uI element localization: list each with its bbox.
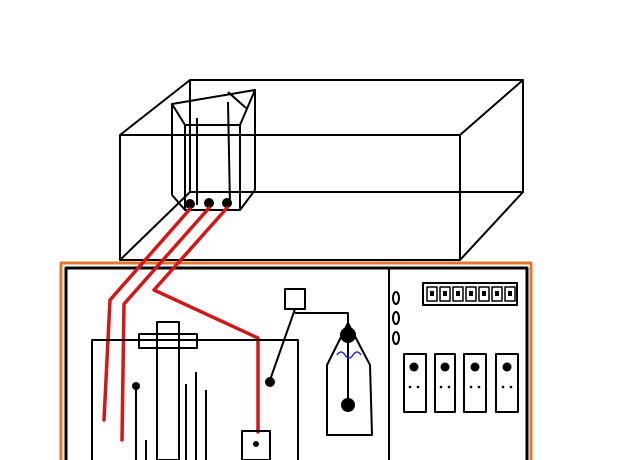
duct-box-edge: [119, 79, 191, 136]
display-mark: [495, 291, 499, 296]
pulley-cord: [295, 312, 349, 332]
wire: [120, 206, 211, 442]
display-mark: [508, 291, 512, 296]
hanging-weight: [341, 398, 355, 412]
display-mark: [443, 291, 447, 296]
display-mark: [482, 291, 486, 296]
module-slot: [495, 353, 519, 413]
display-cell: [439, 286, 451, 302]
pulley-cord: [269, 308, 296, 381]
indicator-oval: [392, 291, 400, 305]
tank: [91, 321, 299, 460]
cabinet: [59, 261, 533, 460]
slot-knob: [502, 362, 512, 372]
slot-dot: [501, 385, 505, 389]
inner-frame-rod: [227, 101, 231, 206]
slot-dot: [439, 385, 443, 389]
duct-box-edge: [459, 191, 524, 261]
slot-dot: [408, 385, 412, 389]
slot-knob: [409, 362, 419, 372]
indicator-oval: [392, 311, 400, 325]
terminal-dot: [185, 199, 195, 209]
wire: [152, 206, 260, 434]
pulley-swirl: [336, 351, 362, 359]
indicator-oval: [392, 331, 400, 345]
cabinet-outline: [64, 266, 529, 460]
slot-dot: [477, 385, 481, 389]
rod-knob: [132, 382, 140, 390]
slot-knob: [470, 362, 480, 372]
slot-controls: [408, 362, 513, 389]
display-marks: [430, 291, 512, 296]
display-mark: [469, 291, 473, 296]
tank-walls: [91, 339, 299, 460]
display-mark: [456, 291, 460, 296]
slot-knob: [440, 362, 450, 372]
display-cell: [491, 286, 503, 302]
display-cell: [478, 286, 490, 302]
slot-dot: [469, 385, 473, 389]
display-cell: [426, 286, 438, 302]
inner-frame-diagonal: [227, 91, 247, 109]
display-cell: [465, 286, 477, 302]
inner-frame-edge: [239, 189, 256, 211]
tank-support-stem: [156, 321, 180, 460]
module-slot: [403, 353, 427, 413]
inner-frame-top: [171, 89, 256, 126]
tank-support-crossbar: [138, 333, 198, 349]
duct-box-edge: [459, 79, 524, 136]
pulley-assembly: [269, 288, 373, 436]
module-slot: [434, 353, 456, 413]
wire: [102, 207, 192, 422]
sensor-box: [241, 430, 271, 460]
duct-box: [119, 79, 524, 261]
slot-dot: [416, 385, 420, 389]
control-panel: [392, 282, 519, 413]
slot-dot: [509, 385, 513, 389]
inner-frame: [171, 89, 256, 211]
terminals: [185, 198, 232, 209]
display-mark: [430, 291, 434, 296]
slot-dot: [447, 385, 451, 389]
wires: [102, 206, 260, 442]
terminal-dot: [204, 198, 214, 208]
pulley-anchor-box: [284, 288, 306, 310]
display-cell: [452, 286, 464, 302]
terminal-dot: [222, 198, 232, 208]
display-strip: [422, 282, 518, 306]
cabinet-trim: [59, 261, 533, 460]
pulley-wheel: [340, 327, 356, 343]
inner-frame-edge: [171, 194, 186, 211]
sensor-dot: [253, 441, 259, 447]
wire-end-knob: [265, 377, 275, 387]
display-cells: [426, 286, 516, 302]
module-slot: [463, 353, 487, 413]
inner-frame-front: [184, 124, 241, 211]
display-cell: [504, 286, 516, 302]
